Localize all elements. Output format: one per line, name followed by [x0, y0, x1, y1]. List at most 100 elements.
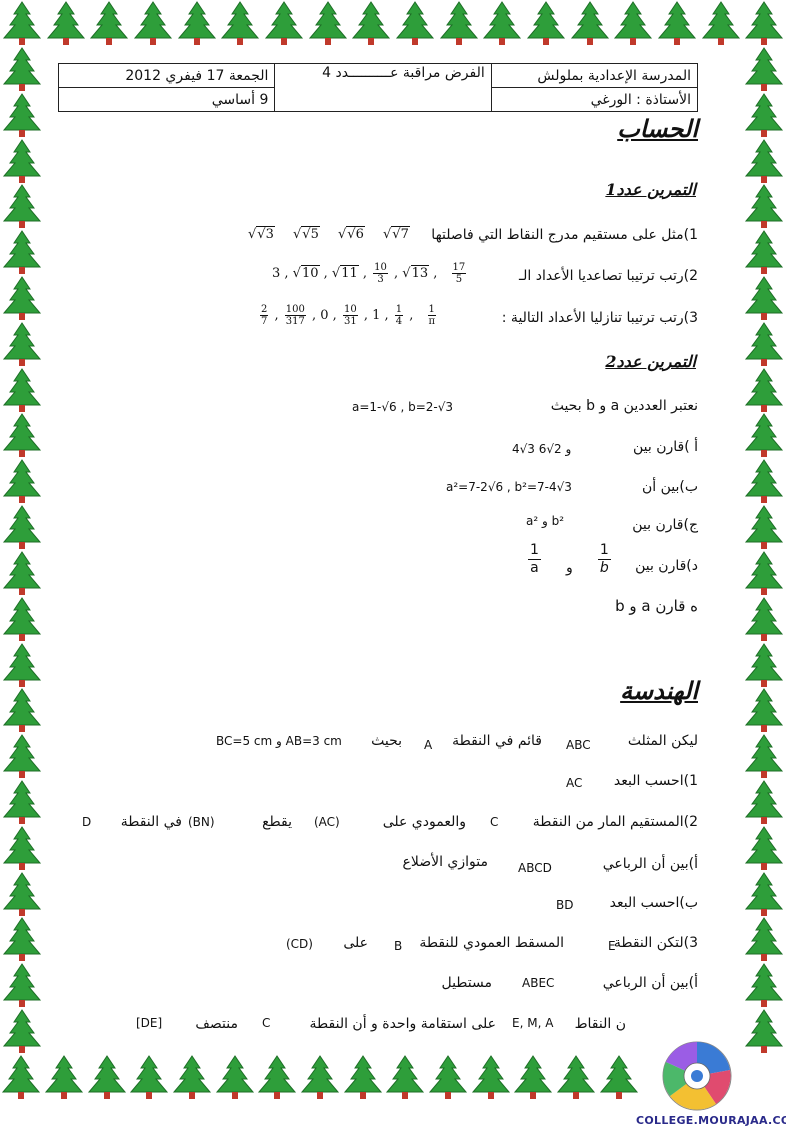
- teacher-name: الأستاذة : الورغي: [490, 87, 699, 112]
- class-level: 9 أساسي: [57, 87, 276, 112]
- tree-icon: [87, 0, 131, 46]
- geo-intro-dims: BC=5 cm و AB=3 cm: [216, 734, 342, 748]
- tree-icon: [0, 183, 44, 229]
- geo-q3-b: B: [394, 939, 403, 953]
- tree-icon: [0, 46, 44, 92]
- tree-icon: [568, 0, 612, 46]
- geo-q3a-abec: ABEC: [522, 976, 555, 990]
- ex1-q1-values: √√3 √√5 √√6 √√7: [248, 226, 410, 242]
- geo-q1-seg: AC: [566, 776, 583, 790]
- tree-icon: [85, 1054, 129, 1100]
- geo-question-3a: أ)بين أن الرباعي: [602, 975, 698, 991]
- tree-icon: [742, 138, 786, 184]
- tree-icon: [0, 229, 44, 275]
- geo-section-title: الهندسة: [620, 676, 698, 705]
- ex1-question-2: 2)رتب ترتيبا تصاعديا الأعداد الـ: [519, 268, 698, 284]
- geo-q2-at: في النقطة: [120, 814, 182, 830]
- ex2-question-a: أ )قارن بين: [632, 439, 698, 455]
- geo-q3-e: E: [608, 939, 616, 953]
- geo-q2a-par: متوازي الأضلاع: [402, 854, 488, 870]
- ex2-question-d: د)قارن بين: [635, 558, 698, 574]
- tree-icon: [0, 687, 44, 733]
- tree-icon: [0, 412, 44, 458]
- tree-icon: [218, 0, 262, 46]
- geo-question-1: 1)احسب البعد: [613, 773, 698, 789]
- tree-icon: [170, 1054, 214, 1100]
- tree-icon: [0, 871, 44, 917]
- tree-icon: [742, 46, 786, 92]
- tree-icon: [742, 321, 786, 367]
- tree-icon: [255, 1054, 299, 1100]
- ex2-qb-math: a²=7-2√6 , b²=7-4√3: [446, 480, 572, 494]
- tree-icon: [742, 367, 786, 413]
- tree-icon: [213, 1054, 257, 1100]
- tree-icon: [437, 0, 481, 46]
- tree-icon: [0, 596, 44, 642]
- tree-icon: [742, 0, 786, 46]
- tree-icon: [0, 275, 44, 321]
- tree-icon: [0, 779, 44, 825]
- tree-icon: [742, 642, 786, 688]
- tree-icon: [0, 642, 44, 688]
- ex1-question-3: 3)رتب ترتيبا تنازليا الأعداد التالية :: [501, 310, 698, 326]
- ex2-intro: نعتبر العددين a و b بحيث: [550, 398, 698, 414]
- tree-icon: [742, 229, 786, 275]
- site-url: COLLEGE.MOURAJAA.COM: [636, 1114, 786, 1127]
- tree-icon: [0, 916, 44, 962]
- tree-icon: [0, 825, 44, 871]
- tree-icon: [742, 825, 786, 871]
- tree-icon: [131, 0, 175, 46]
- geo-intro-a: A: [424, 738, 433, 752]
- tree-icon: [0, 550, 44, 596]
- tree-icon: [742, 687, 786, 733]
- tree-icon: [742, 550, 786, 596]
- geo-intro-right: قائم في النقطة: [452, 733, 542, 749]
- ex1-question-1: 1)مثل على مستقيم مدرج النقاط التي فاصلته…: [431, 227, 698, 243]
- geo-q2a-abcd: ABCD: [518, 861, 552, 875]
- geo-q2-perp: والعمودي على: [382, 814, 466, 830]
- geo-question-3: 3)لتكن النقطة: [613, 935, 698, 951]
- tree-icon: [0, 92, 44, 138]
- tree-icon: [393, 0, 437, 46]
- geo-q2b-bd: BD: [556, 898, 574, 912]
- tree-icon: [0, 1008, 44, 1054]
- tree-icon: [742, 92, 786, 138]
- tree-icon: [341, 1054, 385, 1100]
- exercise-1-title: التمرين عدد1: [605, 180, 696, 199]
- tree-icon: [262, 0, 306, 46]
- tree-border-right: [742, 46, 786, 1054]
- geo-q3b-mid: منتصف: [195, 1016, 238, 1032]
- tree-icon: [0, 1054, 43, 1100]
- geo-question-3b: ن النقاط: [574, 1016, 626, 1032]
- geo-q3-proj: المسقط العمودي للنقطة: [419, 935, 564, 951]
- ex2-question-e: ه قارن a و b: [615, 597, 698, 615]
- geo-intro-such: بحيث: [371, 733, 402, 749]
- tree-icon: [597, 1054, 641, 1100]
- geo-q2-cut: يقطع: [262, 814, 292, 830]
- tree-icon: [42, 1054, 86, 1100]
- tree-border-top: [0, 0, 786, 46]
- geo-q3-on: على: [343, 935, 368, 951]
- tree-icon: [0, 138, 44, 184]
- geo-q3b-pts: E, M, A: [512, 1016, 554, 1030]
- geo-q3b-c: C: [262, 1016, 271, 1030]
- exam-title: الفرض مراقبة عــــــــــدد 4: [274, 63, 492, 112]
- tree-icon: [699, 0, 743, 46]
- geo-question-2a: أ)بين أن الرباعي: [602, 856, 698, 872]
- tree-icon: [611, 0, 655, 46]
- tree-icon: [742, 916, 786, 962]
- ex2-qa-math: 4√3 و 2√6: [512, 442, 572, 456]
- tree-icon: [742, 275, 786, 321]
- tree-icon: [480, 0, 524, 46]
- geo-q2-c: C: [490, 815, 499, 829]
- tree-icon: [742, 458, 786, 504]
- tree-icon: [742, 1008, 786, 1054]
- tree-icon: [44, 0, 88, 46]
- tree-icon: [742, 962, 786, 1008]
- tree-icon: [655, 0, 699, 46]
- tree-icon: [0, 321, 44, 367]
- tree-icon: [0, 458, 44, 504]
- tree-icon: [127, 1054, 171, 1100]
